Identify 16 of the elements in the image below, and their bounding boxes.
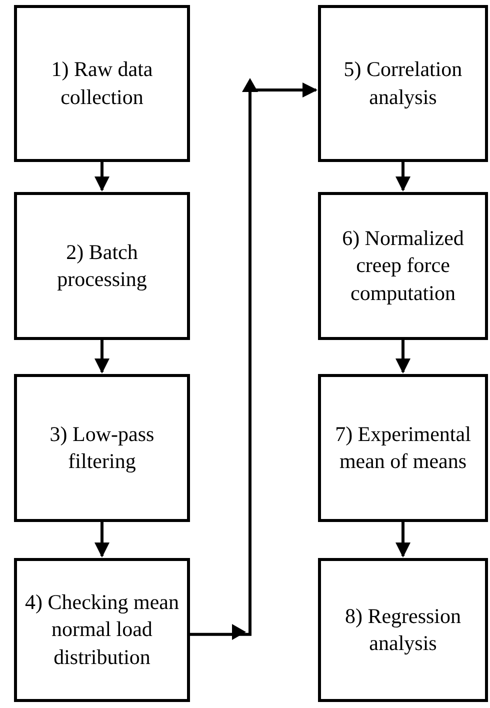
step-label: 2) Batch processing xyxy=(56,238,148,293)
step-label: 4) Checking mean normal load distribution xyxy=(24,589,180,671)
process-box xyxy=(318,374,488,522)
step-label: 8) Regression analysis xyxy=(344,602,462,657)
process-box xyxy=(14,192,190,340)
process-box xyxy=(14,374,190,522)
process-box xyxy=(318,558,488,702)
step-label: 6) Normalized creep force computation xyxy=(341,225,465,307)
process-box xyxy=(14,558,190,702)
process-box xyxy=(14,5,190,162)
step-label: 1) Raw data collection xyxy=(50,56,154,110)
step-label: 3) Low-pass filtering xyxy=(48,420,156,475)
process-box xyxy=(318,5,488,162)
step-label: 7) Experimental mean of means xyxy=(334,420,472,475)
step-label: 5) Correlation analysis xyxy=(342,56,464,110)
process-box xyxy=(318,192,488,340)
